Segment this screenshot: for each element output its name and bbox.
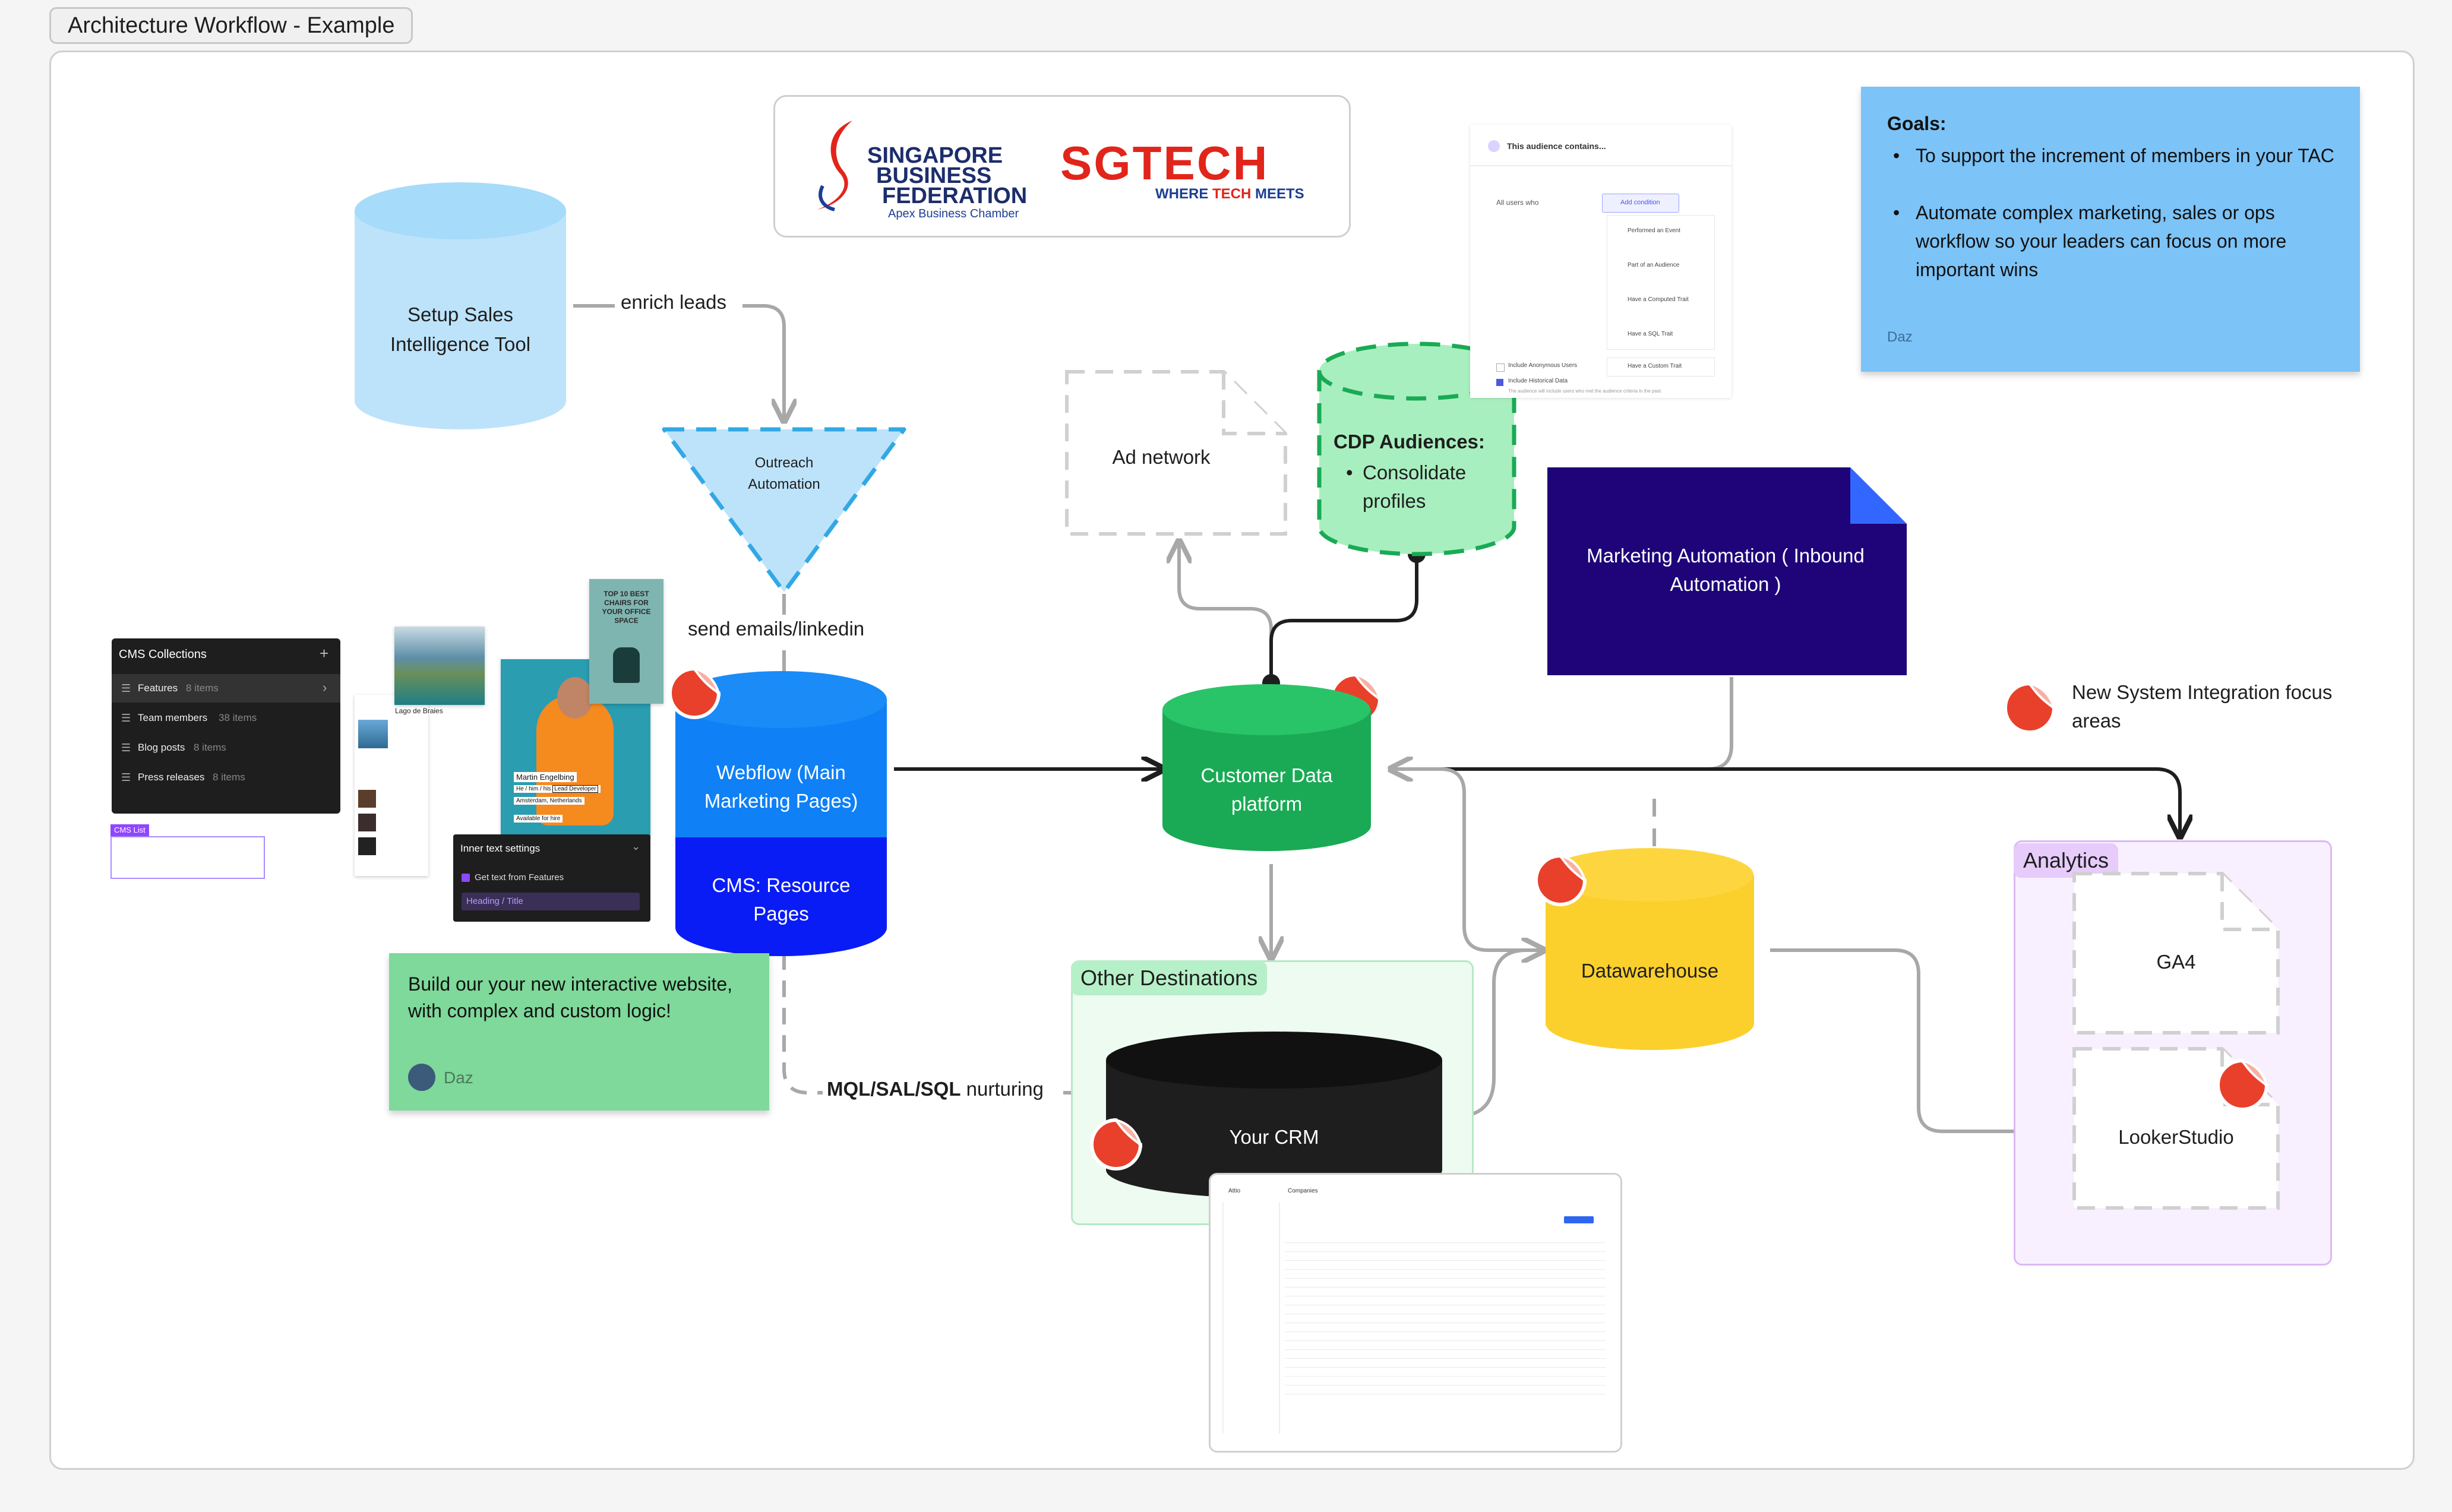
ad-network-document[interactable] [1063, 368, 1289, 537]
collection-icon: ☰ [121, 682, 131, 694]
ga4-document[interactable] [2071, 870, 2282, 1036]
cms-collections-panel: CMS Collections + ☰ Features 8 items › ☰… [112, 638, 340, 814]
ga4-label: GA4 [2156, 951, 2196, 973]
edge-cdp-to-ad-network [1179, 543, 1273, 683]
cms-item-team[interactable]: ☰ Team members 38 items [121, 712, 257, 724]
focus-marker-webflow [668, 666, 721, 719]
webflow-cms-label: CMS: Resource Pages [712, 874, 851, 925]
marketing-automation-document[interactable] [1547, 467, 1907, 675]
lake-card: Lago de Braies [355, 695, 443, 876]
sgtech-logo: SGTECH [1060, 137, 1269, 189]
cdp-audiences-cylinder[interactable] [1316, 341, 1518, 558]
sbf-name-2: BUSINESS [876, 163, 992, 188]
add-condition-button[interactable]: Add condition [1602, 194, 1679, 213]
crm-cylinder[interactable] [1105, 1030, 1443, 1200]
cdp-platform-label: Customer Data platform [1200, 764, 1333, 815]
webflow-cylinder[interactable] [674, 671, 888, 959]
edge-dwh-to-analytics [1770, 948, 2073, 1131]
marketing-automation-label: Marketing Automation ( Inbound Automatio… [1587, 545, 1865, 595]
edge-label-enrich: enrich leads [621, 291, 726, 313]
cdp-platform-cylinder[interactable] [1161, 683, 1372, 852]
crm-table [1285, 1234, 1606, 1394]
avatar [408, 1064, 435, 1091]
historical-checkbox[interactable] [1496, 379, 1503, 386]
condition-menu: Performed an Event Part of an Audience H… [1607, 215, 1715, 350]
condition-option-custom[interactable]: Have a Custom Trait [1607, 358, 1715, 377]
focus-marker-crm [1090, 1118, 1143, 1171]
outreach-label: Outreach Automation [748, 455, 820, 492]
sbf-tagline: Apex Business Chamber [888, 207, 1019, 220]
sales-tool-cylinder[interactable] [353, 181, 567, 431]
lake-image [394, 627, 485, 705]
cms-item-press[interactable]: ☰ Press releases 8 items [121, 771, 245, 783]
webflow-main-label: Webflow (Main Marketing Pages) [704, 761, 858, 812]
crm-screenshot: Attio Companies [1209, 1173, 1622, 1453]
datawarehouse-label: Datawarehouse [1581, 960, 1719, 982]
sgtech-tagline: WHERE TECH MEETS [1155, 186, 1304, 202]
goals-author: Daz [1887, 329, 1913, 345]
green-note-author: Daz [444, 1068, 473, 1087]
audience-icon [1488, 140, 1500, 152]
collection-icon: ☰ [121, 771, 131, 783]
edge-ma-to-cdp [1393, 677, 1733, 769]
goals-title: Goals: [1887, 113, 1947, 134]
chair-poster: TOP 10 BEST CHAIRS FOR YOUR OFFICE SPACE [589, 579, 663, 704]
field-select[interactable]: Heading / Title [462, 893, 640, 910]
sbf-name-1: SINGAPORE [867, 143, 1003, 168]
focus-marker-legend [2004, 681, 2056, 734]
logos-card: SINGAPORE BUSINESS FEDERATION Apex Busin… [773, 95, 1351, 238]
edge-cdp-to-audiences [1269, 555, 1418, 683]
cdp-audiences-title: CDP Audiences: [1334, 431, 1485, 453]
inner-text-settings-panel: Inner text settings ⌄ Get text from Feat… [453, 834, 650, 922]
chevron-down-icon[interactable]: ⌄ [631, 840, 641, 852]
edge-label-send: send emails/linkedin [688, 618, 865, 640]
green-note-text: Build our your new interactive website, … [408, 973, 733, 1021]
goals-item-1: •To support the increment of members in … [1893, 145, 2334, 166]
crm-new-button [1564, 1216, 1594, 1223]
cms-item-blog[interactable]: ☰ Blog posts 8 items [121, 742, 226, 754]
looker-label: LookerStudio [2118, 1126, 2234, 1148]
cms-add-icon[interactable]: + [320, 644, 329, 662]
legend-text: New System Integration focus areas [2072, 681, 2333, 732]
goals-sticky-note[interactable]: Goals: •To support the increment of memb… [1861, 87, 2360, 372]
edge-webflow-to-crm-a [782, 953, 823, 1095]
edge-crm-to-dwh [1455, 948, 1541, 1118]
cms-item-features[interactable]: ☰ Features 8 items › [112, 674, 340, 703]
collection-icon: ☰ [121, 712, 131, 724]
focus-marker-looker [2216, 1058, 2269, 1111]
cms-list-tag: CMS List [110, 824, 149, 836]
profile-name: Martin Engelbing [514, 772, 577, 782]
edge-cdp-to-dwh [1393, 767, 1541, 950]
anonymous-checkbox[interactable] [1496, 363, 1505, 372]
outreach-triangle[interactable] [659, 425, 909, 597]
analytics-title[interactable]: Analytics [2014, 843, 2119, 878]
audience-builder-panel: This audience contains... All users who … [1470, 125, 1731, 398]
edge-enrich-to-outreach [742, 304, 784, 419]
section-title[interactable]: Architecture Workflow - Example [49, 7, 413, 44]
datawarehouse-cylinder[interactable] [1544, 846, 1755, 1051]
cdp-audiences-item: •Consolidate profiles [1346, 461, 1467, 512]
green-sticky-note[interactable]: Build our your new interactive website, … [389, 953, 769, 1111]
other-destinations-title[interactable]: Other Destinations [1071, 961, 1268, 995]
collection-icon: ☰ [121, 742, 131, 754]
goals-item-2: •Automate complex marketing, sales or op… [1893, 202, 2287, 280]
crm-label: Your CRM [1229, 1126, 1319, 1148]
sales-tool-label: Setup Sales Intelligence Tool [390, 303, 531, 355]
chevron-right-icon: › [323, 680, 327, 695]
chair-icon [613, 647, 640, 683]
cms-panel-title: CMS Collections [119, 648, 207, 661]
get-text-checkbox[interactable] [462, 874, 470, 882]
edge-cdp-to-analytics [1393, 767, 2180, 834]
sbf-logo-swoosh [817, 121, 852, 211]
ad-network-label: Ad network [1112, 446, 1211, 468]
focus-marker-datawarehouse [1534, 853, 1587, 906]
cms-list-box [110, 836, 265, 879]
sbf-name-3: FEDERATION [882, 184, 1028, 208]
edge-label-mql: MQL/SAL/SQL nurturing [827, 1078, 1044, 1100]
